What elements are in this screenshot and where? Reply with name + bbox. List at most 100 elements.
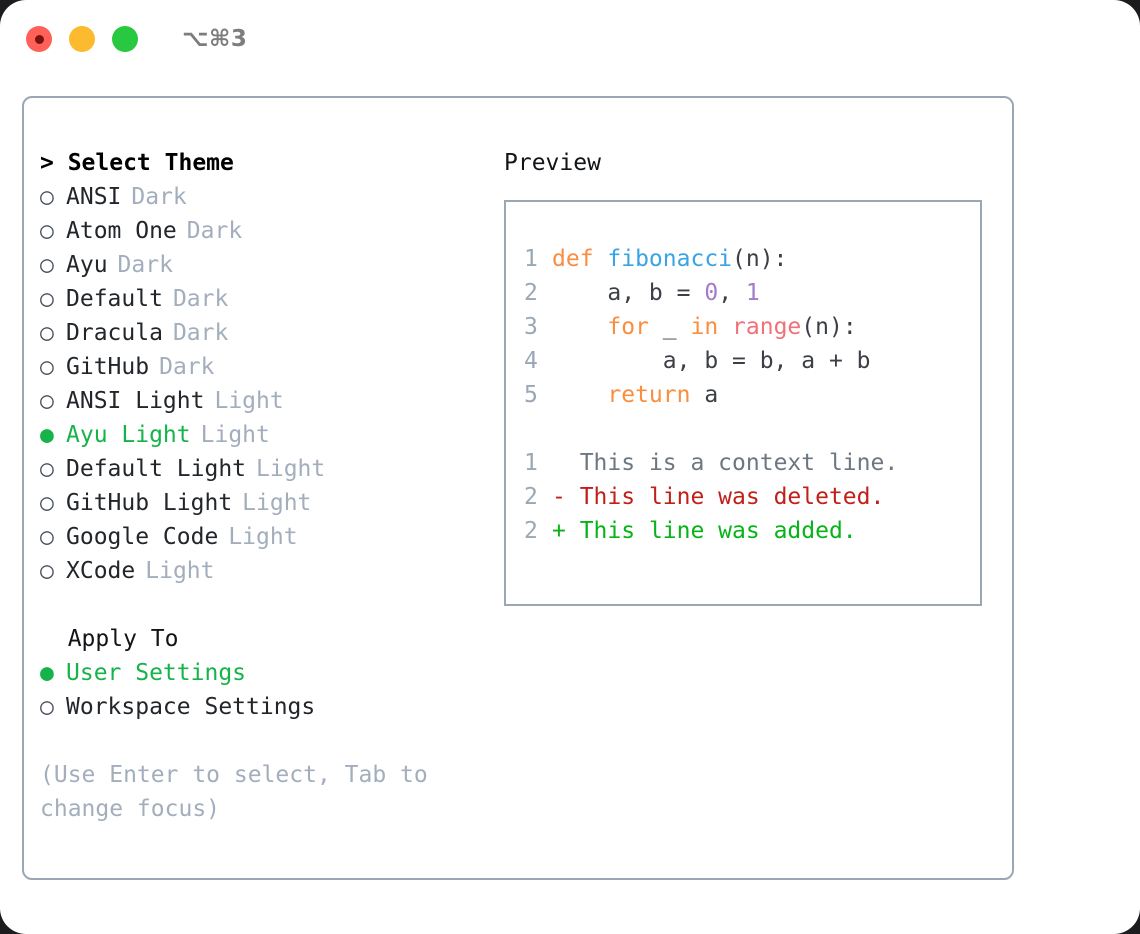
- theme-option-label: Ayu Light: [66, 422, 191, 448]
- radio-selected-icon: ●: [40, 422, 54, 448]
- theme-option-label: ANSI Light: [66, 388, 205, 414]
- diff-line-text: This line was deleted.: [579, 484, 885, 510]
- theme-option-label: Ayu: [66, 252, 108, 278]
- radio-unselected-icon: ○: [40, 490, 54, 516]
- code-line: 5 return a: [524, 378, 980, 412]
- code-token: range: [732, 314, 802, 340]
- radio-unselected-icon: ○: [40, 388, 54, 414]
- diff-line: 2- This line was deleted.: [524, 480, 980, 514]
- theme-option-label: Dracula: [66, 320, 163, 346]
- code-line-number: 2: [524, 280, 538, 306]
- code-token: return: [607, 382, 691, 408]
- code-token: (n):: [801, 314, 857, 340]
- radio-unselected-icon: ○: [40, 558, 54, 584]
- theme-option-github-light[interactable]: ○ GitHub Light Light: [40, 486, 502, 520]
- radio-unselected-icon: ○: [40, 456, 54, 482]
- diff-sample: 1 This is a context line. 2- This line wa…: [524, 446, 980, 548]
- diff-line-number: 2: [524, 518, 538, 544]
- diff-marker: [552, 446, 580, 480]
- maximize-window-button[interactable]: [112, 26, 138, 52]
- code-token: for: [607, 314, 649, 340]
- code-token: a, b =: [552, 280, 705, 306]
- code-token: in: [690, 314, 719, 340]
- theme-option-xcode[interactable]: ○ XCode Light: [40, 554, 502, 588]
- radio-unselected-icon: ○: [40, 184, 54, 210]
- apply-option-label: Workspace Settings: [66, 694, 316, 720]
- theme-variant-badge: Dark: [117, 252, 173, 278]
- apply-option-label: User Settings: [66, 660, 247, 686]
- hint-spacer: [40, 724, 502, 758]
- code-line: 3 for _ in range(n):: [524, 310, 980, 344]
- radio-unselected-icon: ○: [40, 286, 54, 312]
- radio-unselected-icon: ○: [40, 694, 54, 720]
- radio-selected-icon: ●: [40, 660, 54, 686]
- theme-option-ansi[interactable]: ○ ANSI Dark: [40, 180, 502, 214]
- theme-variant-badge: Light: [200, 422, 270, 448]
- title-bar: ⌥⌘3: [0, 0, 1140, 78]
- preview-heading: Preview: [504, 150, 601, 176]
- diff-line-text: This is a context line.: [579, 450, 899, 476]
- theme-option-ansi-light[interactable]: ○ ANSI Light Light: [40, 384, 502, 418]
- code-line-number: 4: [524, 348, 538, 374]
- theme-option-ayu[interactable]: ○ Ayu Dark: [40, 248, 502, 282]
- diff-marker: -: [552, 484, 580, 510]
- theme-variant-badge: Dark: [172, 320, 229, 346]
- theme-variant-badge: Light: [256, 456, 326, 482]
- theme-variant-badge: Light: [214, 388, 284, 414]
- minimize-window-button[interactable]: [69, 26, 95, 52]
- diff-line-number: 2: [524, 484, 538, 510]
- apply-to-heading: Apply To: [40, 626, 179, 652]
- code-line-number: 1: [524, 246, 538, 272]
- theme-option-label: Default: [66, 286, 163, 312]
- theme-variant-badge: Dark: [172, 286, 229, 312]
- radio-unselected-icon: ○: [40, 252, 54, 278]
- code-line-content: return a: [552, 378, 718, 412]
- code-line: 1 def fibonacci(n):: [524, 242, 980, 276]
- apply-option-workspace-settings[interactable]: ○ Workspace Settings: [40, 690, 502, 724]
- theme-variant-badge: Dark: [159, 354, 215, 380]
- theme-variant-badge: Light: [242, 490, 312, 516]
- code-token: 1: [745, 280, 760, 306]
- theme-option-ayu-light[interactable]: ● Ayu Light Light: [40, 418, 502, 452]
- theme-option-default[interactable]: ○ Default Dark: [40, 282, 502, 316]
- theme-option-label: ANSI: [66, 184, 122, 210]
- theme-variant-badge: Light: [145, 558, 215, 584]
- apply-option-user-settings[interactable]: ● User Settings: [40, 656, 502, 690]
- diff-line: 2+ This line was added.: [524, 514, 980, 548]
- code-line: 4 a, b = b, a + b: [524, 344, 980, 378]
- code-token: fibonacci: [607, 246, 733, 272]
- theme-variant-badge: Dark: [131, 184, 187, 210]
- code-token: [552, 382, 607, 408]
- diff-line-number: 1: [524, 450, 538, 476]
- close-window-button[interactable]: [26, 26, 52, 52]
- code-token: a: [690, 382, 719, 408]
- code-line-content: def fibonacci(n):: [552, 242, 787, 276]
- theme-option-label: Google Code: [66, 524, 219, 550]
- code-line-content: a, b = 0, 1: [552, 276, 760, 310]
- theme-option-label: XCode: [66, 558, 136, 584]
- code-token: _: [648, 314, 691, 340]
- code-line: 2 a, b = 0, 1: [524, 276, 980, 310]
- theme-variant-badge: Light: [228, 524, 298, 550]
- keyboard-hint-text: (Use Enter to select, Tab to change focu…: [40, 762, 442, 822]
- select-theme-heading: > Select Theme: [40, 150, 234, 176]
- theme-option-google-code[interactable]: ○ Google Code Light: [40, 520, 502, 554]
- traffic-lights: [26, 26, 138, 52]
- theme-option-label: Atom One: [66, 218, 177, 244]
- apply-to-list[interactable]: ● User Settings ○ Workspace Settings: [40, 656, 502, 724]
- radio-unselected-icon: ○: [40, 524, 54, 550]
- code-token: 0: [704, 280, 719, 306]
- code-line-number: 3: [524, 314, 538, 340]
- theme-option-label: GitHub Light: [66, 490, 233, 516]
- code-line-content: a, b = b, a + b: [552, 344, 871, 378]
